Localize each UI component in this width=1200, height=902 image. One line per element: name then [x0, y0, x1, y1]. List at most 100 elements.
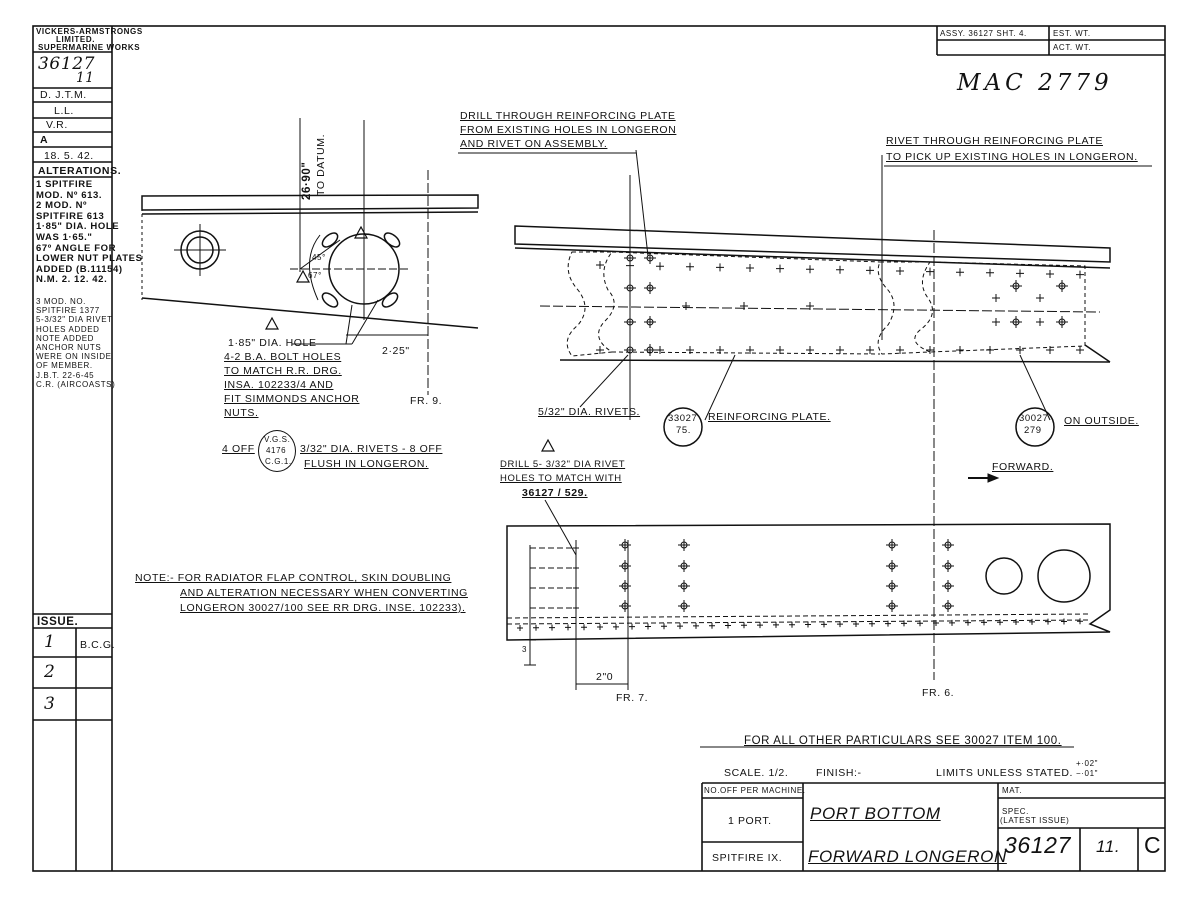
issue-number-cell: 3: [44, 694, 56, 714]
rivet-mark: [992, 294, 1000, 302]
rivet-mark: [619, 600, 631, 612]
alteration-line: NOTE ADDED: [36, 333, 95, 343]
rivet-mark: [886, 560, 898, 572]
rivet-mark: [949, 619, 955, 626]
drill-note-3: AND RIVET ON ASSEMBLY.: [460, 138, 608, 150]
finish: FINISH:-: [816, 767, 862, 779]
vgs-line-3: C.G.1.: [265, 457, 292, 466]
rivet-mark: [885, 620, 891, 627]
rivet-mark: [1076, 346, 1084, 354]
spec-label: SPEC.: [1002, 807, 1030, 816]
alteration-line: J.B.T. 22-6-45: [36, 370, 95, 380]
drill-note-2: FROM EXISTING HOLES IN LONGERON: [460, 124, 677, 136]
mac-number: MAC 2779: [957, 70, 1113, 96]
hole-note-5: FIT SIMMONDS ANCHOR: [224, 393, 360, 405]
angle-45: 45°: [312, 253, 326, 262]
rivet-mark: [746, 264, 754, 272]
rivet-mark: [821, 621, 827, 628]
material-label: MAT.: [1002, 786, 1023, 795]
alteration-line: 2 MOD. Nº: [36, 200, 88, 212]
part-name-line-1: PORT BOTTOM: [810, 804, 941, 823]
drill5-note-3: 36127 / 529.: [522, 487, 588, 499]
issue-number-cell: 1: [44, 632, 56, 652]
rivets-note-2: FLUSH IN LONGERON.: [304, 458, 429, 470]
rivet-mark: [956, 268, 964, 277]
issue-label: ISSUE.: [37, 616, 79, 628]
rivet-mark: [573, 585, 579, 591]
rivet-mark: [678, 539, 690, 551]
issue-number: 11.: [1096, 837, 1121, 856]
checked-by: V.R.: [46, 119, 68, 131]
drill-note-1: DRILL THROUGH REINFORCING PLATE: [460, 110, 676, 122]
rivet-mark: [678, 580, 690, 592]
rivet-mark: [565, 624, 571, 631]
alteration-line: ANCHOR NUTS: [36, 343, 102, 352]
rivet-mark: [656, 346, 664, 354]
datum-text: TO DATUM.: [315, 133, 327, 196]
rivet-mark: [1056, 316, 1068, 328]
rivet-mark: [613, 623, 619, 630]
part-name-line-2: FORWARD LONGERON: [808, 847, 1007, 866]
rivet-mark: [942, 560, 954, 572]
rivet-mark: [533, 624, 539, 631]
rivet-mark: [596, 346, 604, 354]
rivet-mark: [1016, 269, 1024, 278]
alterations-title: ALTERATIONS.: [38, 165, 122, 177]
rivet-mark: [644, 252, 656, 264]
rivet-mark: [629, 623, 635, 630]
drawn-by: D. J.T.M.: [40, 89, 87, 101]
drill5-note-2: HOLES TO MATCH WITH: [500, 473, 622, 484]
rivet-mark: [956, 346, 964, 354]
rivet-mark: [1036, 294, 1044, 302]
rivet-mark: [806, 265, 814, 274]
rivet-mark: [677, 623, 683, 630]
rivet-mark: [725, 622, 731, 629]
rivet-mark: [709, 622, 715, 629]
rivet-mark: [682, 302, 690, 310]
latest-issue-label: (LATEST ISSUE): [1000, 816, 1070, 825]
rivet-mark: [965, 619, 971, 626]
rivet-mark: [644, 316, 656, 328]
limits: LIMITS UNLESS STATED.: [936, 767, 1074, 779]
tolerance-plus: +·02": [1076, 759, 1099, 768]
radiator-note-3: LONGERON 30027/100 SEE RR DRG. INSE. 102…: [180, 602, 466, 614]
frame-9-label: FR. 9.: [410, 395, 443, 407]
tolerance-minus: −·01": [1076, 769, 1099, 778]
rivet-mark: [886, 580, 898, 592]
dimension-2-25: 2·25": [382, 345, 410, 357]
rivet-mark: [942, 539, 954, 551]
rivet-mark: [678, 560, 690, 572]
drawing-date: 18. 5. 42.: [44, 150, 94, 162]
alteration-line: WAS 1·65.": [36, 232, 93, 243]
rivet-mark: [1061, 618, 1067, 625]
rivet-mark: [1029, 618, 1035, 625]
drill5-note-1: DRILL 5- 3/32" DIA RIVET: [500, 459, 626, 470]
rivet-mark: [986, 268, 994, 277]
vgs-line-1: V.G.S.: [264, 435, 291, 444]
alteration-line: OF MEMBER.: [36, 361, 93, 371]
rivet-mark: [624, 316, 636, 328]
rivet-mark: [933, 620, 939, 627]
rivet-mark: [866, 266, 874, 275]
company-name-3: SUPERMARINE WORKS: [38, 43, 141, 52]
rivet-mark: [573, 565, 579, 571]
drawing-number: 36127: [1004, 832, 1071, 858]
company-name-2: LIMITED.: [56, 35, 96, 44]
rivet-mark: [1046, 270, 1054, 278]
rivet-mark: [624, 282, 636, 294]
revision-mark: 3: [522, 645, 528, 654]
issue-by-cell: B.C.G.: [80, 639, 116, 651]
hole-note-3: TO MATCH R.R. DRG.: [224, 365, 342, 377]
reinforcing-plate-outline: [566, 251, 615, 357]
rivet-mark: [836, 265, 844, 274]
hole-note-4: INSA. 102233/4 AND: [224, 379, 334, 391]
scale: SCALE. 1/2.: [724, 767, 789, 779]
rivet-mark: [1056, 280, 1068, 292]
rivet-mark: [1076, 270, 1084, 279]
alteration-line: 5-3/32" DIA RIVET: [36, 315, 113, 325]
dimension-2-0: 2"0: [596, 671, 614, 683]
rivet-mark: [1045, 618, 1051, 625]
plate-part-number: 33027: [668, 413, 698, 424]
radiator-note-2: AND ALTERATION NECESSARY WHEN CONVERTING: [180, 587, 468, 599]
other-particulars-note: FOR ALL OTHER PARTICULARS SEE 30027 ITEM…: [744, 735, 1062, 747]
